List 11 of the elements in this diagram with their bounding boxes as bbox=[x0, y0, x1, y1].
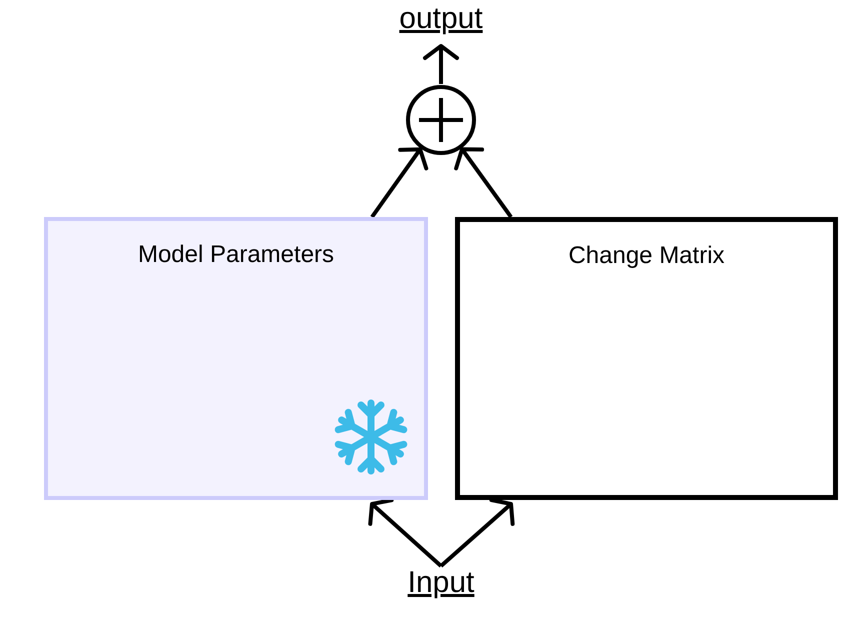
arrow bbox=[370, 147, 428, 218]
arrow bbox=[423, 44, 459, 84]
output-label: output bbox=[398, 2, 484, 36]
arrow bbox=[368, 498, 442, 568]
parameter-box bbox=[44, 217, 428, 500]
box-title: Model Parameters bbox=[136, 241, 336, 269]
input-label: Input bbox=[406, 566, 476, 600]
arrow bbox=[454, 147, 513, 218]
arrow bbox=[440, 498, 515, 568]
box-title: Change Matrix bbox=[567, 242, 726, 270]
matrix-box bbox=[455, 217, 838, 500]
